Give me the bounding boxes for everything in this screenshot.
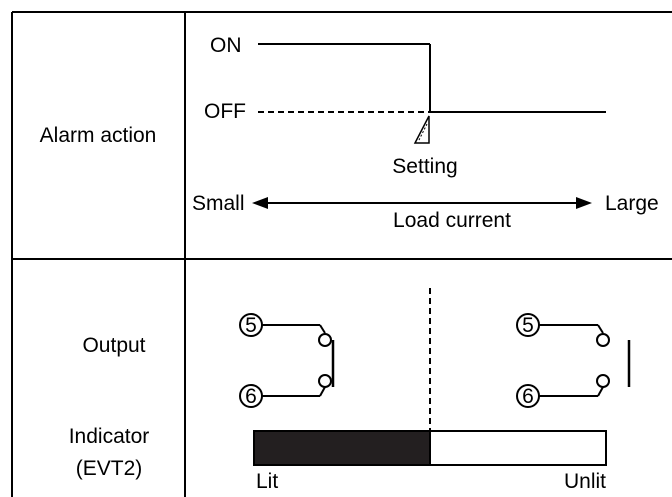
indicator-bar — [253, 430, 607, 466]
indicator-lit-label: Lit — [256, 470, 278, 493]
alarm-action-row-label: Alarm action — [40, 124, 157, 147]
setting-marker-triangle — [413, 115, 430, 144]
on-state-label: ON — [210, 34, 242, 57]
terminal-5-left-wire-drop — [319, 324, 326, 334]
off-state-label: OFF — [204, 100, 246, 123]
indicator-unlit-segment — [429, 430, 607, 466]
large-end-label: Large — [605, 192, 659, 215]
right-arrowhead-icon — [576, 197, 592, 209]
terminal-6-right-wire-rise — [597, 386, 604, 397]
small-end-label: Small — [192, 192, 245, 215]
contact-upper-right-icon — [596, 333, 610, 347]
indicator-lit-segment — [253, 430, 431, 466]
output-row-label: Output — [82, 334, 145, 357]
indicator-row-label: Indicator — [69, 425, 150, 448]
terminal-5-left-label: 5 — [245, 314, 257, 337]
terminal-5-right-label: 5 — [522, 314, 534, 337]
load-current-label: Load current — [393, 209, 511, 232]
contact-lower-right-icon — [596, 374, 610, 388]
terminal-5-right-wire-drop — [597, 324, 604, 334]
contact-lower-left-icon — [318, 374, 332, 388]
load-current-arrow — [252, 197, 592, 209]
terminal-6-right-label: 6 — [522, 385, 534, 408]
contact-upper-left-icon — [318, 333, 332, 347]
table-frame — [11, 11, 672, 497]
terminal-6-left-wire-rise — [319, 386, 326, 397]
setting-marker-icon — [413, 115, 430, 144]
indicator-unlit-label: Unlit — [564, 470, 606, 493]
setting-marker-hatch — [418, 123, 428, 141]
left-arrowhead-icon — [252, 197, 268, 209]
relay-closed-contact: 5 6 — [239, 313, 335, 408]
indicator-row-sublabel: (EVT2) — [76, 457, 143, 480]
relay-open-contact: 5 6 — [516, 313, 631, 408]
terminal-6-left-label: 6 — [245, 385, 257, 408]
setting-label: Setting — [392, 155, 457, 178]
alarm-waveform — [258, 43, 606, 113]
